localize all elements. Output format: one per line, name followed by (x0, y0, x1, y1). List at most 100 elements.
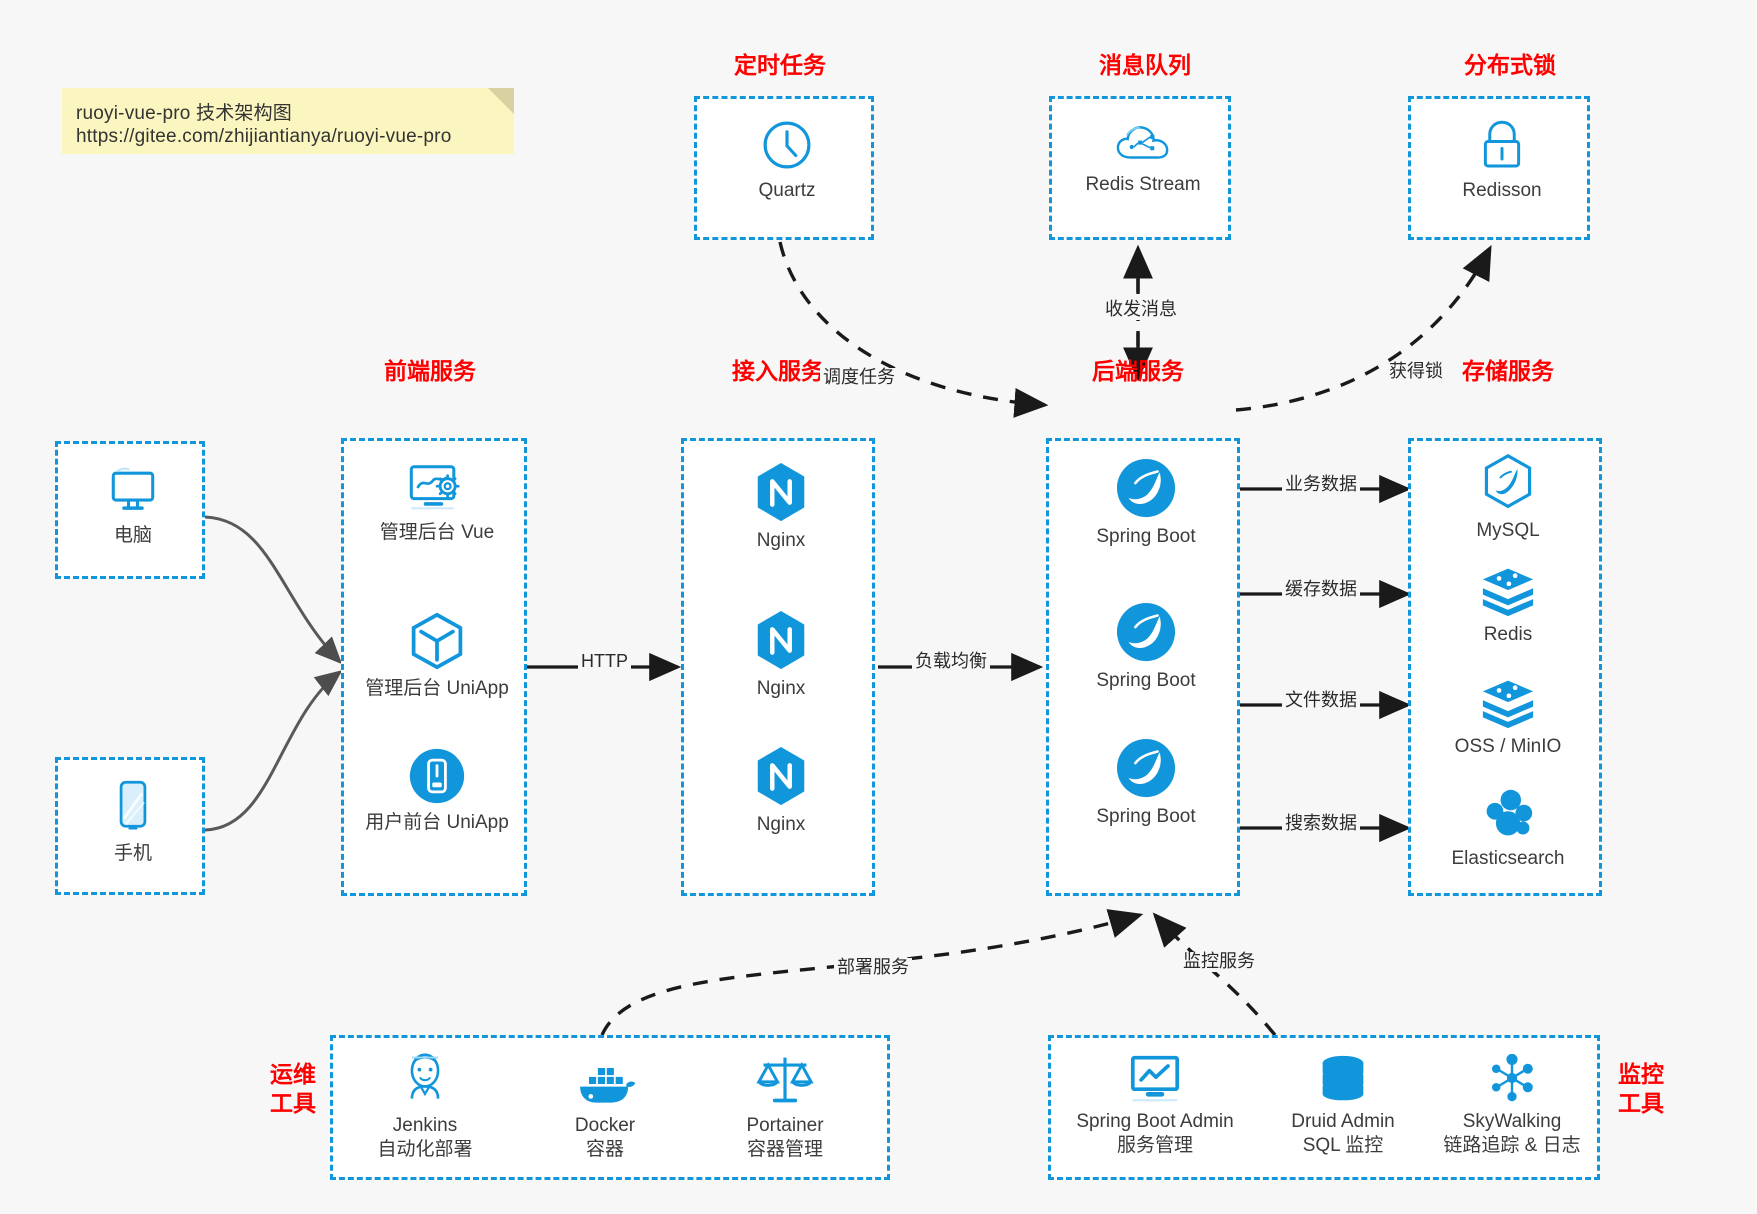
group-box-scheduler: Quartz (694, 96, 874, 240)
group-box-devops: Jenkins 自动化部署 Docker 容器 (330, 1035, 890, 1180)
node-label: Nginx (756, 814, 806, 835)
node-nginx-3[interactable]: Nginx (684, 745, 878, 837)
node-label: 手机 (113, 843, 152, 864)
spring-leaf-icon (1116, 738, 1176, 798)
node-mysql[interactable]: MySQL (1411, 453, 1605, 543)
nginx-icon (757, 746, 805, 806)
dashboard-gear-icon (409, 465, 460, 510)
edge-label-file-data: 文件数据 (1282, 690, 1360, 711)
group-box-mq: Redis Stream (1049, 96, 1231, 240)
node-label: Docker (574, 1115, 636, 1136)
edge-label-schedule-task: 调度任务 (820, 367, 898, 388)
node-druid-admin[interactable]: Druid Admin SQL 监控 (1263, 1054, 1423, 1158)
redis-stack-icon (1482, 568, 1534, 617)
group-title-mq: 消息队列 (1099, 52, 1191, 78)
node-user-uniapp[interactable]: 用户前台 UniApp (344, 747, 530, 835)
clock-icon (763, 121, 811, 169)
group-title-lock: 分布式锁 (1464, 52, 1556, 78)
node-label: 用户前台 UniApp (365, 812, 509, 833)
group-box-storage: MySQL Redis OSS / MinIO (1408, 438, 1602, 896)
spring-leaf-icon (1116, 602, 1176, 662)
node-label: Redis (1483, 624, 1533, 645)
node-label: Spring Boot Admin (1076, 1111, 1234, 1132)
desktop-icon (111, 467, 155, 510)
node-quartz[interactable]: Quartz (697, 117, 877, 203)
mobile-app-icon (409, 748, 465, 804)
group-title-storage: 存储服务 (1462, 358, 1554, 384)
node-label: Spring Boot (1096, 526, 1196, 547)
node-label: Druid Admin (1291, 1111, 1395, 1132)
node-oss-minio[interactable]: OSS / MinIO (1411, 677, 1605, 759)
node-sublabel: 链路追踪 & 日志 (1443, 1134, 1581, 1156)
group-title-devops-line2: 工具 (270, 1089, 316, 1116)
node-portainer[interactable]: Portainer 容器管理 (701, 1052, 869, 1162)
edge-label-business-data: 业务数据 (1282, 474, 1360, 495)
cube-icon (411, 612, 463, 670)
node-sublabel: 容器 (585, 1138, 624, 1160)
group-box-client-desktop: 电脑 (55, 441, 205, 579)
group-box-frontend: 管理后台 Vue 管理后台 UniApp 用户前台 UniApp (341, 438, 527, 896)
node-spring-boot-2[interactable]: Spring Boot (1049, 601, 1243, 693)
node-desktop[interactable]: 电脑 (58, 466, 208, 548)
group-title-frontend: 前端服务 (384, 358, 476, 384)
node-docker[interactable]: Docker 容器 (521, 1060, 689, 1162)
phone-icon (119, 780, 147, 830)
note-url: https://gitee.com/zhijiantianya/ruoyi-vu… (76, 126, 452, 147)
note-title: ruoyi-vue-pro 技术架构图 (76, 103, 293, 124)
node-label: 管理后台 UniApp (365, 678, 509, 699)
group-title-monitor: 监控 工具 (1606, 1060, 1676, 1118)
group-title-gateway: 接入服务 (732, 358, 824, 384)
group-title-monitor-line2: 工具 (1618, 1089, 1664, 1116)
nginx-icon (757, 462, 805, 522)
node-nginx-2[interactable]: Nginx (684, 609, 878, 701)
node-label: Elasticsearch (1451, 848, 1565, 869)
spring-leaf-icon (1116, 458, 1176, 518)
group-title-devops-line1: 运维 (270, 1061, 316, 1087)
jenkins-butler-icon (410, 1053, 440, 1099)
group-box-gateway: Nginx Nginx Nginx (681, 438, 875, 896)
node-skywalking[interactable]: SkyWalking 链路追踪 & 日志 (1421, 1052, 1603, 1158)
node-label: 管理后台 Vue (379, 522, 495, 543)
node-label: MySQL (1476, 520, 1540, 541)
elasticsearch-icon (1486, 789, 1533, 836)
node-admin-vue[interactable]: 管理后台 Vue (344, 461, 530, 545)
docker-whale-icon (580, 1068, 636, 1103)
node-label: Quartz (758, 180, 816, 201)
node-phone[interactable]: 手机 (58, 778, 208, 866)
edge-label-acquire-lock: 获得锁 (1386, 361, 1446, 382)
edge-label-http: HTTP (578, 651, 631, 672)
node-sublabel: 容器管理 (746, 1138, 823, 1160)
group-title-monitor-line1: 监控 (1618, 1061, 1664, 1087)
node-spring-boot-3[interactable]: Spring Boot (1049, 737, 1243, 829)
mysql-dolphin-icon (1484, 453, 1532, 509)
node-admin-uniapp[interactable]: 管理后台 UniApp (344, 611, 530, 701)
database-icon (1322, 1055, 1364, 1101)
node-label: Redisson (1462, 180, 1542, 201)
node-spring-boot-admin[interactable]: Spring Boot Admin 服务管理 (1057, 1054, 1253, 1158)
redis-stack-icon (1482, 680, 1534, 729)
node-label: Portainer (746, 1115, 824, 1136)
node-label: Redis Stream (1085, 174, 1201, 195)
node-redis[interactable]: Redis (1411, 565, 1605, 647)
node-sublabel: 服务管理 (1116, 1134, 1193, 1156)
group-title-devops: 运维 工具 (258, 1060, 328, 1118)
nginx-icon (757, 610, 805, 670)
node-label: SkyWalking (1462, 1111, 1562, 1132)
node-redisson[interactable]: Redisson (1411, 117, 1593, 203)
node-label: Spring Boot (1096, 806, 1196, 827)
node-label: OSS / MinIO (1454, 736, 1562, 757)
note-fold-corner (488, 88, 514, 114)
node-label: Spring Boot (1096, 670, 1196, 691)
edge-label-send-receive-message: 收发消息 (1102, 299, 1180, 320)
edge-label-deploy-service: 部署服务 (834, 957, 912, 978)
sticky-note: ruoyi-vue-pro 技术架构图 https://gitee.com/zh… (62, 88, 514, 154)
group-box-backend: Spring Boot Spring Boot Spring Boot (1046, 438, 1240, 896)
node-label: Nginx (756, 530, 806, 551)
edge-label-load-balance: 负载均衡 (912, 651, 990, 672)
node-elasticsearch[interactable]: Elasticsearch (1411, 787, 1605, 871)
node-nginx-1[interactable]: Nginx (684, 461, 878, 553)
node-spring-boot-1[interactable]: Spring Boot (1049, 457, 1243, 549)
node-redis-stream[interactable]: Redis Stream (1052, 119, 1234, 197)
node-jenkins[interactable]: Jenkins 自动化部署 (341, 1050, 509, 1162)
